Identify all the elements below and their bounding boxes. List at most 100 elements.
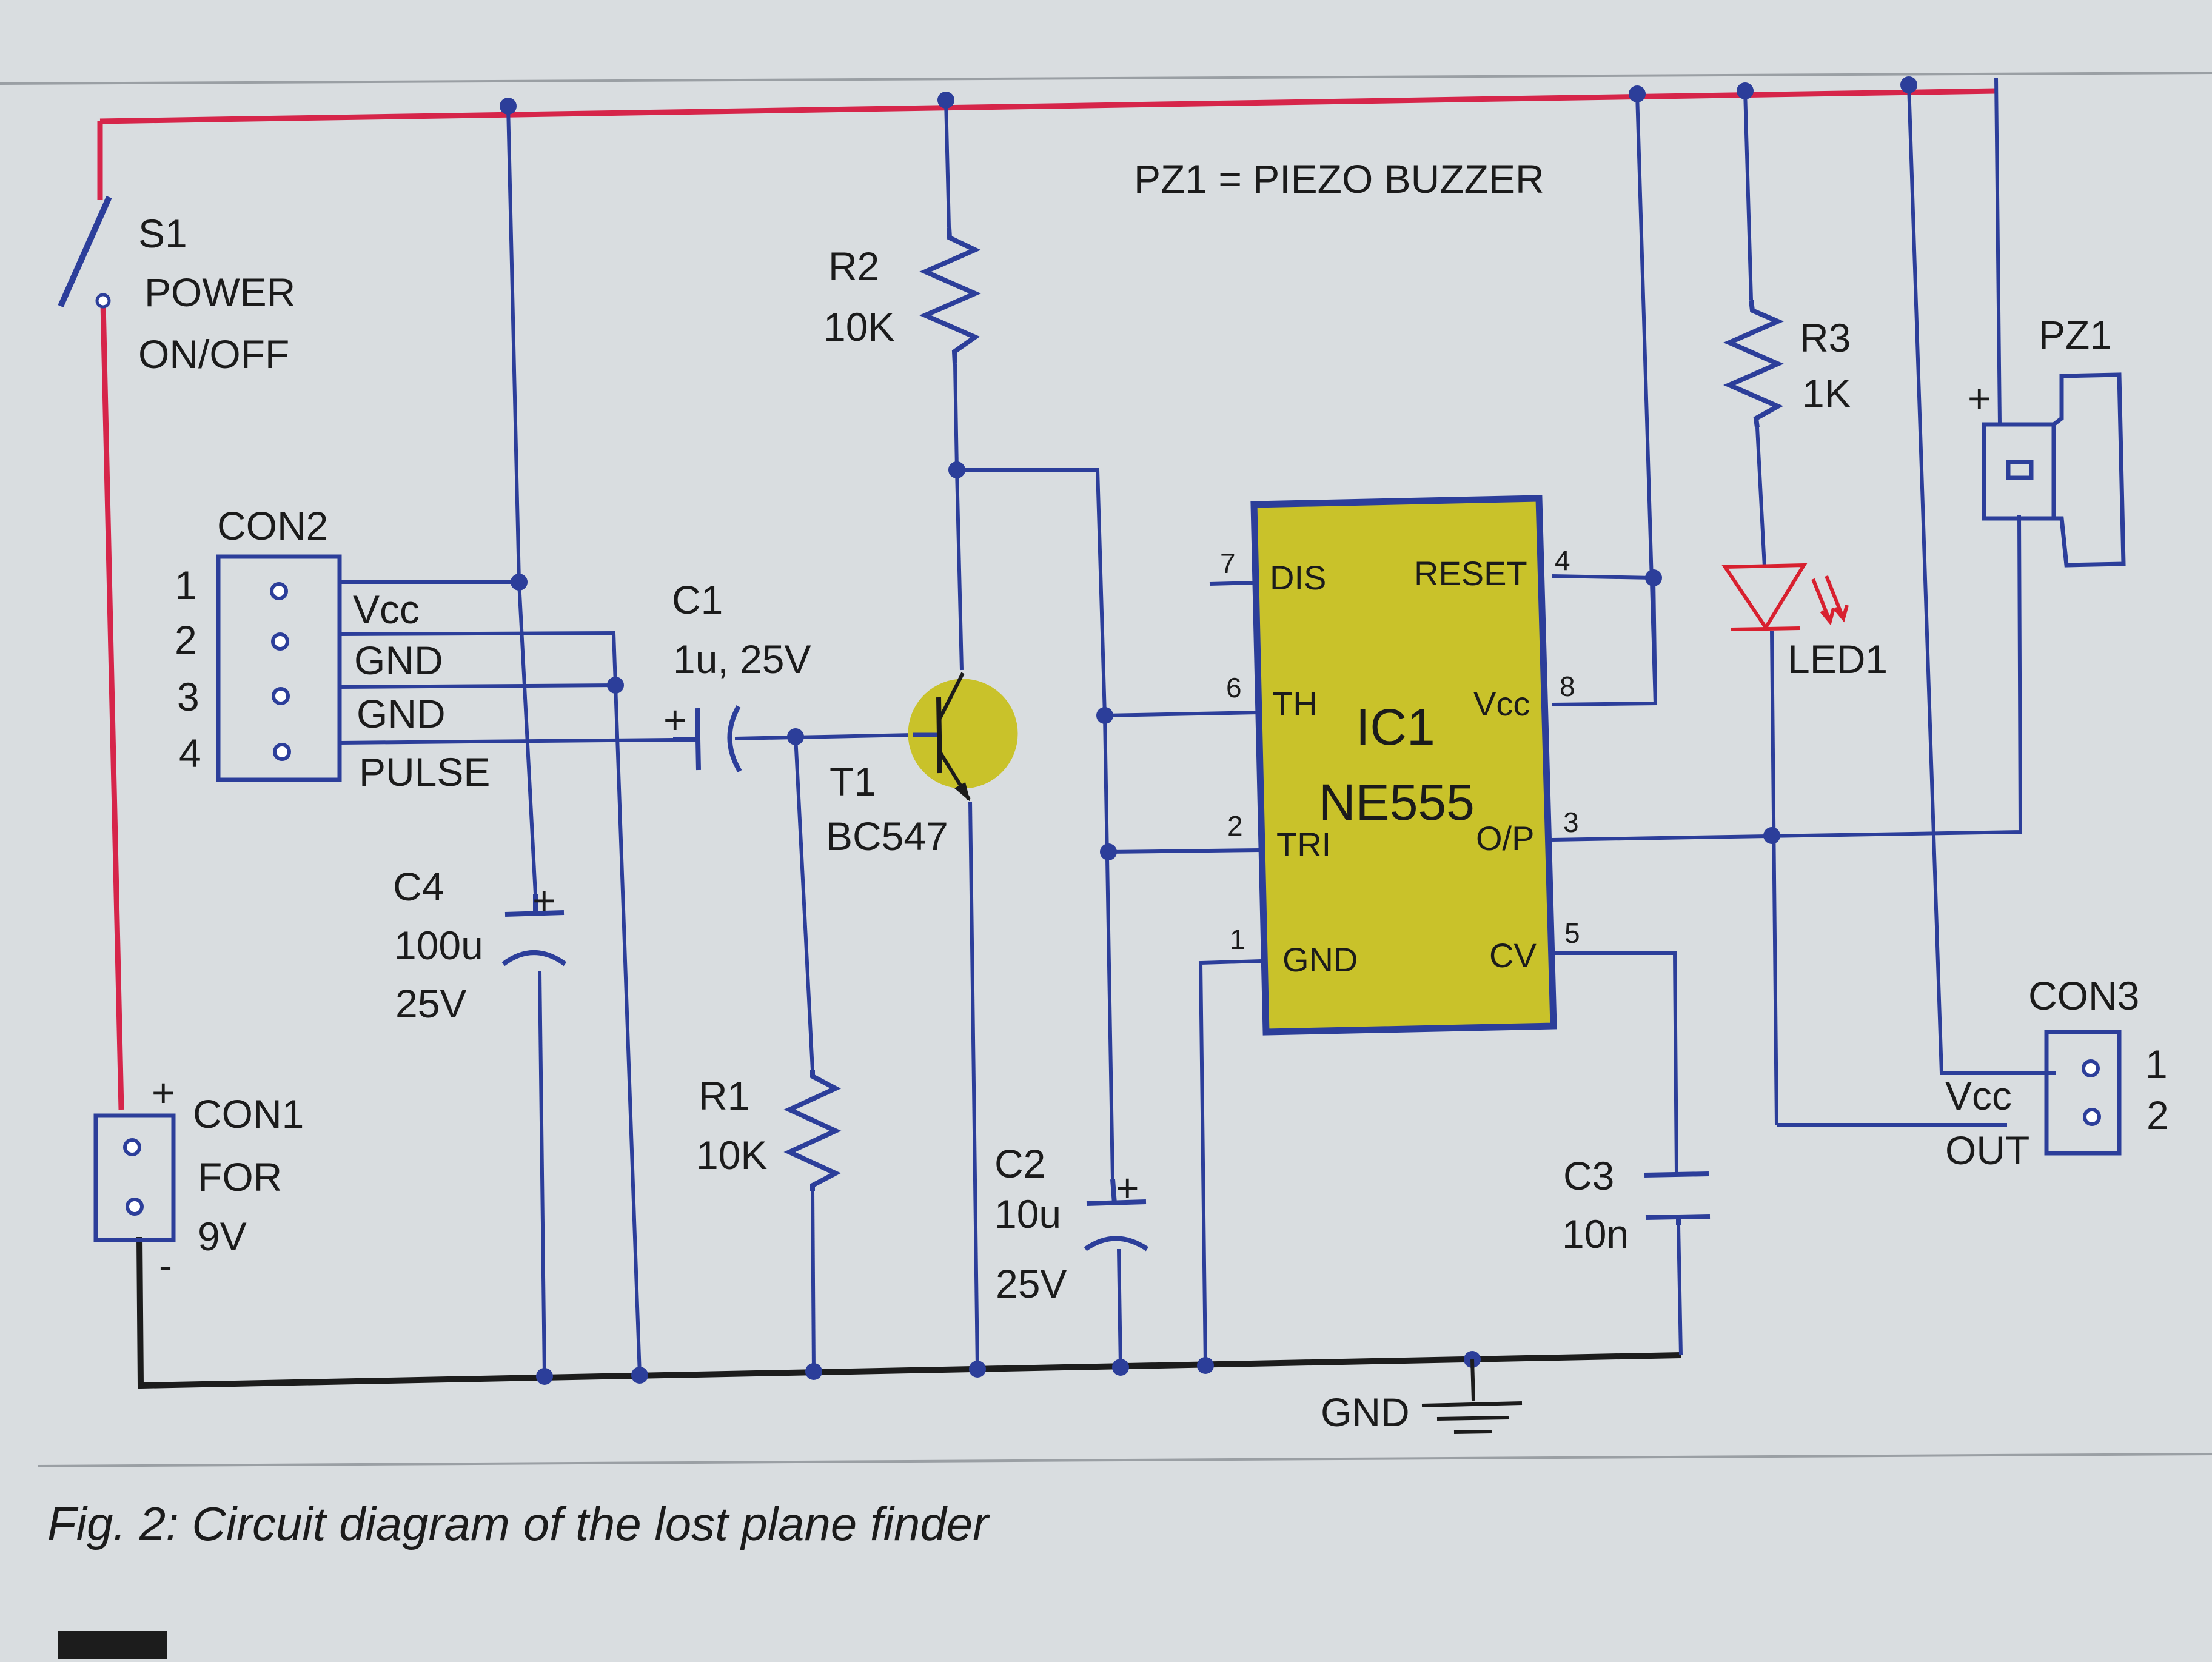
resistor-r2[interactable] bbox=[919, 227, 981, 364]
ground-bar-1 bbox=[1421, 1401, 1523, 1407]
c4-plus-sign: + bbox=[532, 878, 556, 923]
c3-value-label: 10n bbox=[1562, 1211, 1629, 1256]
ic1-ref-label: IC1 bbox=[1356, 699, 1435, 756]
junction-dot bbox=[631, 1367, 648, 1384]
junction-dot bbox=[948, 461, 965, 478]
c1-curved-plate bbox=[727, 705, 742, 773]
ic1-pin-tri: TRI bbox=[1276, 825, 1331, 863]
con2-pin-number: 3 bbox=[177, 674, 199, 719]
c2-voltage-label: 25V bbox=[996, 1261, 1067, 1306]
ic1-pin-vcc: Vcc bbox=[1473, 685, 1530, 723]
c4-ref-label: C4 bbox=[393, 864, 444, 909]
r2-value-label: 10K bbox=[823, 304, 894, 349]
con2-signal-label: Vcc bbox=[353, 587, 420, 632]
ic1-body bbox=[1250, 495, 1557, 1036]
resistor-r3[interactable] bbox=[1723, 300, 1785, 428]
con3-signal-label: Vcc bbox=[1945, 1073, 2012, 1118]
ic-gnd-pin-wire bbox=[1198, 959, 1262, 1366]
junction-dot bbox=[1645, 569, 1662, 586]
led1[interactable] bbox=[1721, 563, 1849, 631]
ic1-ne555[interactable] bbox=[1250, 495, 1557, 1036]
junction-dot bbox=[787, 728, 804, 745]
switch-to-con1-plus-wire bbox=[100, 303, 124, 1110]
ic1-pin-number: 7 bbox=[1220, 548, 1236, 579]
junction-dot bbox=[1197, 1357, 1214, 1374]
junction-dot bbox=[500, 98, 517, 115]
ic1-pin-cv: CV bbox=[1489, 936, 1537, 974]
pz1-disc bbox=[2052, 372, 2126, 568]
con2-signal-label: GND bbox=[354, 638, 443, 683]
ic1-pin-op: O/P bbox=[1476, 819, 1534, 857]
ic1-pin-number: 4 bbox=[1555, 545, 1570, 576]
capacitor-c3[interactable] bbox=[1644, 1171, 1711, 1225]
transistor-t1[interactable] bbox=[908, 672, 1018, 802]
s1-line2-label: ON/OFF bbox=[138, 332, 289, 377]
c1-straight-plate bbox=[695, 708, 701, 771]
con3-connector[interactable] bbox=[2044, 1030, 2122, 1156]
led1-cathode-bar bbox=[1731, 626, 1800, 631]
con3-signal-label: OUT bbox=[1945, 1128, 2029, 1173]
junction-dot bbox=[1900, 76, 1917, 93]
r3-to-led-wire bbox=[1755, 427, 1766, 568]
vcc-pin-wire bbox=[1552, 577, 1658, 706]
c2-curved-plate bbox=[1084, 1236, 1149, 1252]
con3-pin-number: 2 bbox=[2147, 1093, 2169, 1138]
junction-dot bbox=[1737, 82, 1754, 99]
con2-pin-hole bbox=[272, 687, 290, 705]
ic1-pin-dis: DIS bbox=[1270, 558, 1326, 597]
c2-lead bbox=[1110, 1179, 1117, 1204]
base-to-r1-wire bbox=[794, 736, 814, 1071]
con1-line2-label: 9V bbox=[198, 1214, 247, 1259]
ic1-pin-number: 3 bbox=[1563, 806, 1579, 838]
c1-plus-sign: + bbox=[663, 697, 687, 742]
ground-symbol bbox=[1421, 1359, 1523, 1434]
c2-value-label: 10u bbox=[994, 1191, 1061, 1236]
ground-label: GND bbox=[1321, 1390, 1410, 1435]
capacitor-c1[interactable] bbox=[673, 705, 742, 773]
con2-gnd2-wire bbox=[339, 683, 616, 689]
t1-ref-label: T1 bbox=[830, 759, 876, 804]
vcc-drop-c4-upper bbox=[506, 106, 521, 583]
con1-plus-sign: + bbox=[152, 1070, 175, 1115]
c4-curved-plate bbox=[501, 950, 567, 967]
con1-connector[interactable] bbox=[93, 1113, 176, 1242]
tri-pin-wire bbox=[1108, 848, 1261, 854]
con1-line1-label: FOR bbox=[198, 1154, 282, 1199]
page-corner-block bbox=[58, 1631, 167, 1659]
junction-dot bbox=[1096, 707, 1113, 724]
capacitor-c4[interactable] bbox=[501, 894, 567, 967]
resistor-r1[interactable] bbox=[783, 1070, 842, 1191]
ic1-pin-number: 5 bbox=[1564, 917, 1580, 949]
con2-pin-hole bbox=[273, 743, 291, 761]
con2-gnd1-wire bbox=[339, 631, 642, 1376]
ic1-pin-gnd: GND bbox=[1282, 940, 1358, 979]
ic1-pin-th: TH bbox=[1272, 685, 1318, 723]
con2-signal-label: GND bbox=[357, 691, 446, 736]
con2-pin-hole bbox=[270, 582, 288, 600]
ic1-pin-reset: RESET bbox=[1414, 554, 1527, 592]
th-pin-wire bbox=[1104, 711, 1259, 717]
c4-voltage-label: 25V bbox=[395, 981, 466, 1026]
ic1-dis-stub bbox=[1209, 581, 1256, 586]
ground-rail bbox=[136, 1236, 1681, 1389]
buzzer-note: PZ1 = PIEZO BUZZER bbox=[1134, 156, 1544, 201]
con2-pin-number: 2 bbox=[175, 617, 197, 662]
pz1-plus-sign: + bbox=[1968, 376, 1991, 421]
capacitor-c2[interactable] bbox=[1084, 1179, 1149, 1252]
switch-s1[interactable] bbox=[58, 195, 112, 309]
pz1-ref-label: PZ1 bbox=[2039, 312, 2112, 357]
con2-pin-number: 1 bbox=[175, 563, 197, 608]
piezo-buzzer-pz1[interactable] bbox=[1982, 372, 2126, 568]
led1-emission-arrowhead bbox=[1833, 605, 1849, 623]
bottom-ground-rail-wire bbox=[136, 1236, 1681, 1389]
t1-emitter-arrow bbox=[954, 782, 970, 802]
con3-ref-label: CON3 bbox=[2028, 973, 2139, 1018]
con2-connector[interactable] bbox=[216, 554, 342, 782]
pz1-housing bbox=[1982, 422, 2056, 521]
c2-to-ground-wire bbox=[1117, 1248, 1122, 1368]
r1-to-ground-wire bbox=[811, 1191, 816, 1372]
c4-value-label: 100u bbox=[394, 923, 483, 968]
ic1-pin-number: 2 bbox=[1227, 810, 1243, 842]
